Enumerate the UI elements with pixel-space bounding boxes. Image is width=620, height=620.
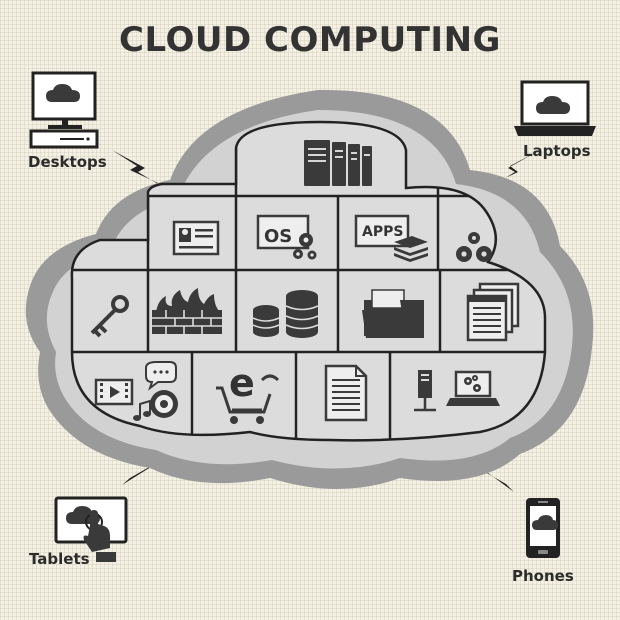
id-card-icon [172, 220, 220, 256]
os-gears [293, 233, 317, 260]
documents-icon [466, 282, 520, 342]
database-icon [252, 290, 319, 338]
os-window-icon: OS [256, 214, 317, 260]
e-letter: e [229, 361, 255, 405]
phone-cloud-icon [526, 498, 560, 558]
network-computer-icon [414, 370, 500, 412]
desktop-cloud-icon [29, 71, 99, 149]
cloud-inner-outline [70, 120, 547, 442]
document-icon [324, 364, 368, 422]
folder-icon [362, 289, 424, 338]
bolt-tablets [122, 448, 168, 485]
os-label: OS [264, 226, 292, 247]
laptop-cloud-icon [514, 80, 596, 136]
tablet-touch-icon [54, 496, 128, 562]
laptops-label: Laptops [523, 142, 591, 160]
key-icon [90, 295, 129, 338]
tablets-label: Tablets [29, 550, 90, 568]
e-commerce-cart-icon: e [216, 361, 280, 424]
gears-icon [456, 232, 492, 262]
apps-window-icon: APPS [354, 214, 428, 262]
apps-stack [394, 236, 428, 262]
bolt-desktops [112, 150, 168, 190]
media-icon [94, 361, 178, 421]
phones-label: Phones [512, 567, 574, 585]
bolt-phones [466, 448, 514, 492]
desktops-label: Desktops [28, 153, 107, 171]
server-icon [304, 140, 372, 186]
apps-label: APPS [362, 224, 403, 240]
page-title: CLOUD COMPUTING [119, 20, 501, 60]
firewall-icon [152, 288, 222, 334]
